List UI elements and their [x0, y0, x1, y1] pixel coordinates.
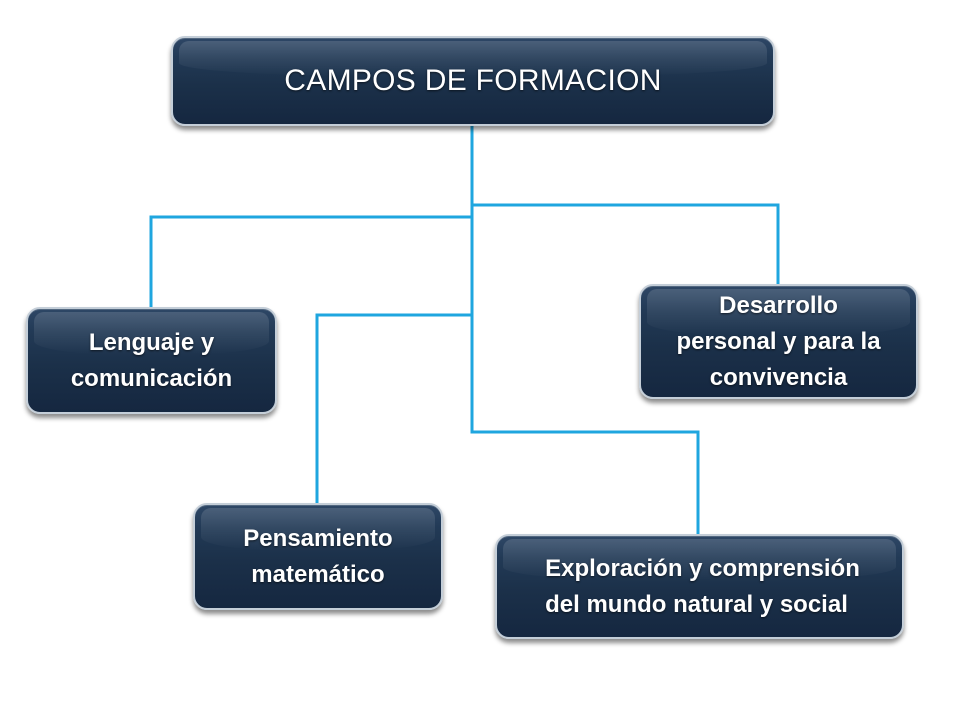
node-exploracion-label: Exploración y comprensión del mundo natu…: [545, 554, 860, 618]
node-lenguaje-y-comunicacion: Lenguaje y comunicación: [26, 307, 277, 414]
node-lenguaje-label: Lenguaje y comunicación: [70, 328, 233, 392]
node-desarrollo-label: Desarrollo personal y para la convivenci…: [676, 291, 881, 391]
node-pensamiento-matematico: Pensamiento matemático: [193, 503, 443, 610]
root-node-campos-de-formacion: CAMPOS DE FORMACION: [171, 36, 775, 126]
node-exploracion-y-comprension: Exploración y comprensión del mundo natu…: [495, 534, 904, 639]
node-pensamiento-label: Pensamiento matemático: [243, 524, 393, 588]
root-node-label: CAMPOS DE FORMACION: [284, 64, 662, 97]
node-desarrollo-personal: Desarrollo personal y para la convivenci…: [639, 284, 918, 399]
